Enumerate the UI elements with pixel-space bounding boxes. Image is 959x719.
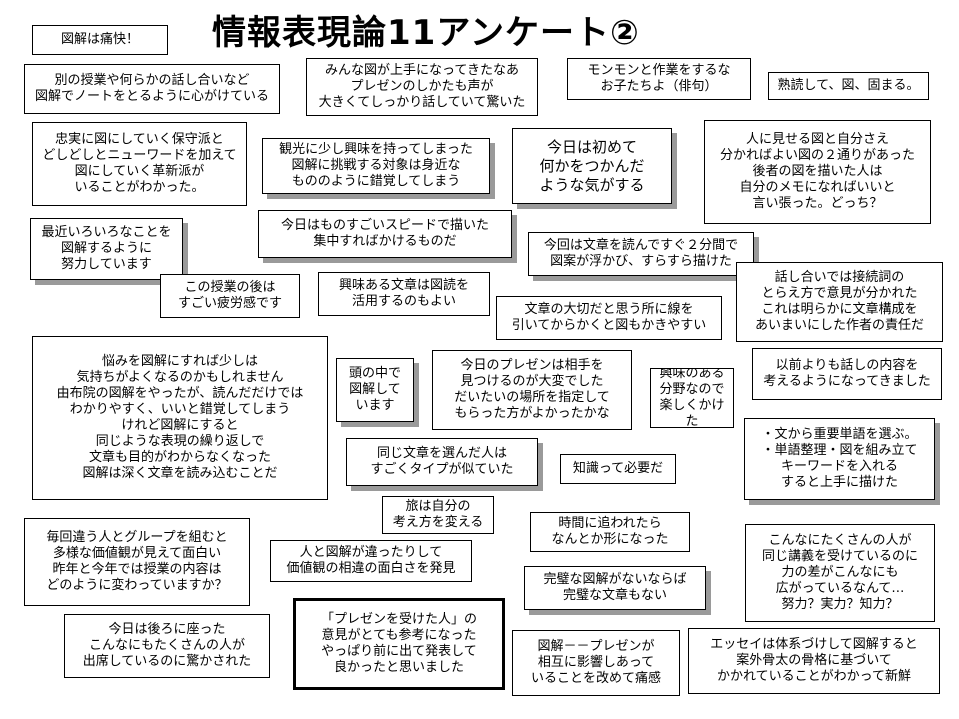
comment-box: 以前よりも話しの内容を 考えるようになってきました [752, 348, 942, 400]
comment-box: こんなにたくさんの人が 同じ講義を受けているのに 力の差がこんなにも 広がってい… [745, 524, 935, 622]
comment-box: 時間に追われたら なんとか形になった [530, 512, 690, 552]
comment-box: 今日は初めて 何かをつかんだ ような気がする [512, 128, 672, 204]
comment-box: 毎回違う人とグループを組むと 多様な価値観が見えて面白い 昨年と今年では授業の内… [24, 518, 250, 606]
comment-box: 同じ文章を選んだ人は すごくタイプが似ていた [346, 438, 538, 486]
comment-box: 人に見せる図と自分さえ 分かればよい図の２通りがあった 後者の図を描いた人は 自… [704, 120, 931, 224]
comment-box: 今日は後ろに座った こんなにもたくさんの人が 出席しているのに驚かされた [64, 614, 270, 678]
comment-box: 今日はものすごいスピードで描いた 集中すればかけるものだ [258, 210, 512, 258]
comment-box: エッセイは体系づけして図解すると 案外骨太の骨格に基づいて かかれていることがわ… [688, 628, 940, 694]
page-title: 情報表現論11アンケート② [212, 13, 640, 53]
comment-box: 悩みを図解にすれば少しは 気持ちがよくなるのかもしれません 由布院の図解をやった… [32, 336, 328, 500]
comment-box: この授業の後は すごい疲労感です [160, 274, 300, 318]
comment-box: 興味ある文章は図読を 活用するのもよい [318, 272, 490, 316]
comment-box: 今回は文章を読んですぐ２分間で 図案が浮かび、すらすら描けた [528, 232, 754, 276]
comment-box: 図解－－プレゼンが 相互に影響しあって いることを改めて痛感 [512, 630, 680, 696]
comment-box: 頭の中で 図解して います [336, 358, 414, 422]
comment-box: 知識って必要だ [560, 454, 676, 484]
comment-box: 人と図解が違ったりして 価値観の相違の面白さを発見 [270, 540, 472, 582]
comment-box: 最近いろいろなことを 図解するように 努力しています [30, 218, 183, 280]
comment-box: ・文から重要単語を選ぶ。 ・単語整理・図を組み立て キーワードを入れる すると上… [744, 418, 935, 500]
comment-box: 熟読して、図、固まる。 [768, 72, 929, 100]
comment-box: 別の授業や何らかの話し合いなど 図解でノートをとるように心がけている [24, 64, 280, 114]
comment-box: 忠実に図にしていく保守派と どしどしとニューワードを加えて 図にしていく革新派が… [32, 122, 247, 206]
comment-box: みんな図が上手になってきたなあ プレゼンのしかたも声が 大きくてしっかり話してい… [306, 58, 538, 116]
comment-box: 図解は痛快！ [32, 25, 168, 55]
comment-box: 観光に少し興味を持ってしまった 図解に挑戦する対象は身近な もののように錯覚して… [262, 138, 490, 194]
comment-box: 「プレゼンを受けた人」の 意見がとても参考になった やっぱり前に出て発表して 良… [293, 598, 505, 690]
comment-box: 文章の大切だと思う所に線を 引いてからかくと図もかきやすい [496, 296, 722, 340]
comment-box: 興味のある 分野なので 楽しくかけた [650, 368, 734, 428]
comment-box: 完璧な図解がないならば 完璧な文章もない [524, 566, 706, 610]
comment-box: 話し合いでは接続詞の とらえ方で意見が分かれた これは明らかに文章構成を あいま… [736, 262, 943, 342]
comment-box: 旅は自分の 考え方を変える [382, 496, 494, 534]
comment-box: 今日のプレゼンは相手を 見つけるのが大変でした だいたいの場所を指定して もらっ… [432, 350, 632, 430]
comment-box: モンモンと作業をするな お子たちよ（俳句） [567, 58, 751, 100]
